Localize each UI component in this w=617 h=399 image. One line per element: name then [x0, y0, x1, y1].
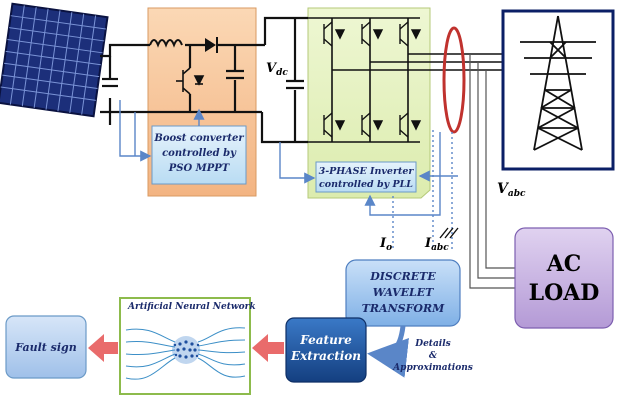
input-capacitor-icon: [102, 77, 118, 88]
dwt-label-3: TRANSFORM: [362, 302, 445, 315]
ann-title: Artificial Neural Network: [127, 302, 256, 312]
dc-link-capacitor-icon: [286, 79, 304, 90]
inverter-switch-bridge: [308, 17, 515, 143]
boost-diode-icon: [205, 37, 218, 53]
control-signal-lines: [119, 100, 458, 216]
inverter-panel: [307, 7, 431, 199]
dwt-label-2: WAVELET: [373, 286, 434, 299]
boost-control-label-3: PSO MPPT: [168, 163, 231, 174]
io-label: Io: [379, 236, 392, 253]
solar-panel-icon: [0, 2, 109, 118]
boost-switch-icon: [176, 67, 205, 95]
boost-control-label-1: Boost converter: [153, 133, 244, 144]
igbt-lower-row: [323, 112, 422, 138]
fault-sign-box: [5, 315, 87, 379]
details-label-2: &: [429, 351, 438, 361]
dwt-label-1: DISCRETE: [369, 270, 436, 283]
feature-to-ann-arrow: [252, 334, 284, 362]
feature-extraction-box: [285, 317, 367, 383]
ann-to-fault-arrow: [88, 334, 118, 362]
feature-label-1: Feature: [299, 333, 352, 347]
neural-network-icon: [125, 327, 246, 380]
output-capacitor-icon: [226, 69, 244, 80]
boost-inductor-icon: [149, 39, 183, 48]
fault-sign-label: Fault sign: [14, 341, 76, 354]
transmission-tower-icon: [520, 15, 596, 151]
ac-load-box: [514, 227, 614, 329]
ac-load-label-1: AC: [546, 251, 582, 277]
load-feeder-lines: [469, 54, 515, 289]
details-label-3: Approximations: [392, 363, 473, 373]
inverter-control-label-1: 3-PHASE Inverter: [319, 166, 415, 177]
feature-label-2: Extraction: [290, 349, 361, 363]
ac-load-label-2: LOAD: [529, 280, 600, 306]
bus-slash-icon: [439, 227, 459, 239]
details-label-1: Details: [414, 339, 450, 349]
inverter-control-box: [315, 161, 417, 193]
boost-control-label-2: controlled by: [162, 148, 237, 159]
vdc-label: Vdc: [266, 61, 288, 78]
current-sensor-ring: [442, 26, 466, 134]
neural-network-core: [172, 336, 200, 364]
measurement-dotted-lines: [392, 130, 453, 250]
vabc-label: Vabc: [497, 181, 526, 199]
ann-box: [119, 297, 251, 395]
iabc-label: Iabc: [424, 236, 449, 253]
dc-bus-wiring: [100, 16, 308, 144]
inverter-control-label-2: controlled by PLL: [319, 179, 413, 190]
igbt-upper-row: [323, 21, 422, 47]
dwt-to-feature-arrow: [367, 325, 409, 378]
